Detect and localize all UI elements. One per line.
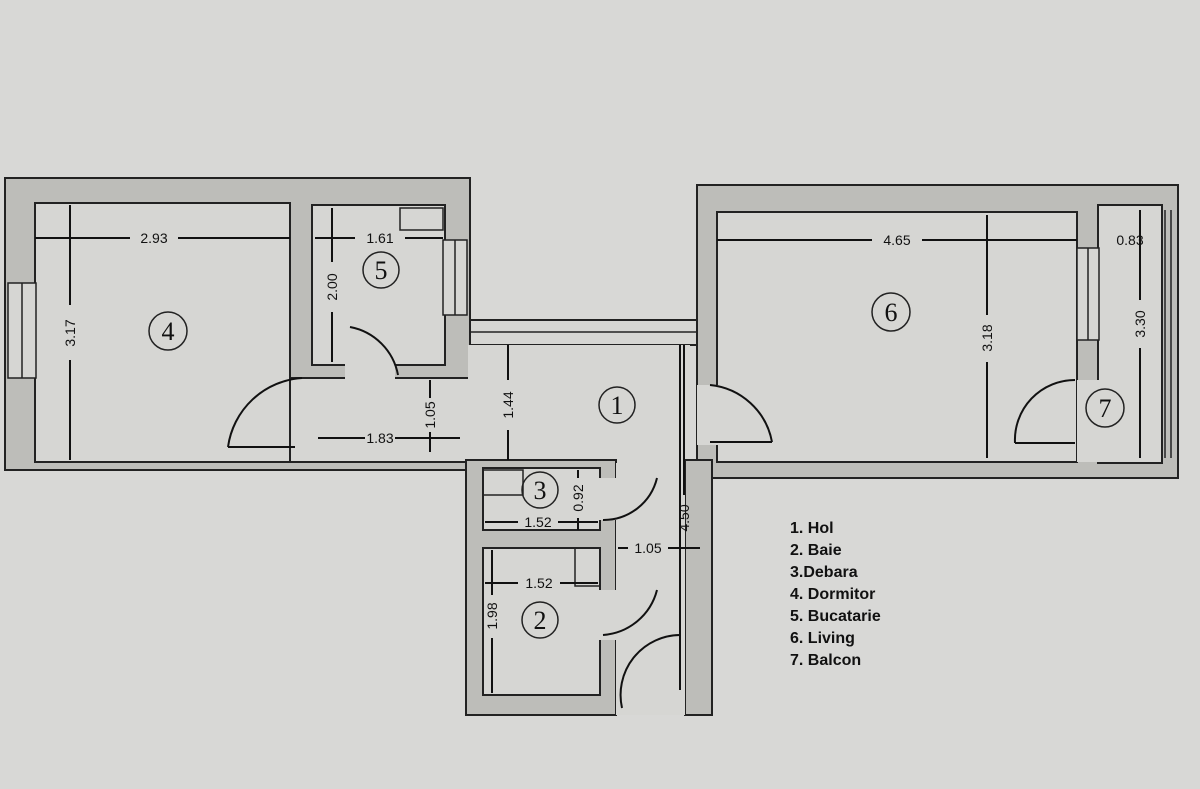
right-block-walls	[696, 184, 1179, 479]
corridor	[616, 463, 685, 715]
room-number-3: 3	[521, 471, 559, 509]
dim-room2-height: 1.98	[484, 602, 500, 629]
room-6-living	[716, 211, 1078, 463]
legend-item: 1. Hol	[790, 520, 834, 537]
svg-text:3: 3	[534, 476, 547, 505]
svg-text:1: 1	[611, 391, 624, 420]
room-4-dormitor	[34, 202, 291, 463]
dim-hall-width: 1.83	[366, 430, 393, 446]
room-number-1: 1	[598, 386, 636, 424]
legend-item: 4. Dormitor	[790, 586, 875, 603]
dim-corridor-length: 4.50	[676, 504, 692, 531]
svg-text:7: 7	[1099, 394, 1112, 423]
dim-room5-width: 1.61	[366, 230, 393, 246]
room-number-6: 6	[871, 292, 911, 332]
room-number-7: 7	[1085, 388, 1125, 428]
room-5-bucatarie	[311, 204, 446, 366]
svg-text:4: 4	[162, 317, 175, 346]
dim-room5-height: 2.00	[324, 273, 340, 300]
dim-corridor-width: 1.05	[634, 540, 661, 556]
door-room-6	[709, 384, 773, 443]
svg-text:6: 6	[885, 298, 898, 327]
room-7-balcon	[1097, 204, 1163, 464]
door-room-7	[1013, 378, 1076, 444]
dimension-lines	[35, 205, 1141, 693]
dim-room3-height: 0.92	[570, 484, 586, 511]
legend-item: 7. Balcon	[790, 652, 861, 669]
room-1-hol	[468, 345, 690, 463]
dim-room4-height: 3.17	[62, 319, 78, 346]
dim-room7-width: 0.83	[1116, 232, 1143, 248]
dim-room4-width: 2.93	[140, 230, 167, 246]
legend-item: 6. Living	[790, 630, 855, 647]
left-block-walls	[4, 177, 471, 471]
dim-room6-width: 4.65	[883, 232, 910, 248]
dim-room6-height: 3.18	[979, 324, 995, 351]
svg-text:5: 5	[375, 256, 388, 285]
dim-hall-height: 1.44	[500, 391, 516, 418]
room-number-4: 4	[148, 311, 188, 351]
dim-room7-height: 3.30	[1132, 310, 1148, 337]
dim-room2-width: 1.52	[525, 575, 552, 591]
door-room-2	[602, 589, 658, 636]
legend-item: 5. Bucatarie	[790, 608, 881, 625]
room-number-2: 2	[521, 601, 559, 639]
legend: 1. Hol 2. Baie 3.Debara 4. Dormitor 5. B…	[790, 520, 881, 669]
legend-item: 2. Baie	[790, 542, 842, 559]
door-room-3	[602, 477, 658, 522]
room-2-baie	[482, 547, 601, 696]
door-room-5	[349, 326, 399, 376]
dim-hall-door: 1.05	[422, 401, 438, 428]
lower-block-walls	[465, 459, 713, 716]
room-3-debara	[482, 467, 601, 531]
doors	[227, 326, 1076, 709]
dim-room3-width: 1.52	[524, 514, 551, 530]
door-room-4	[227, 377, 303, 448]
legend-item: 3.Debara	[790, 564, 858, 581]
room-number-5: 5	[362, 251, 400, 289]
door-entrance	[619, 634, 681, 709]
svg-text:2: 2	[534, 606, 547, 635]
